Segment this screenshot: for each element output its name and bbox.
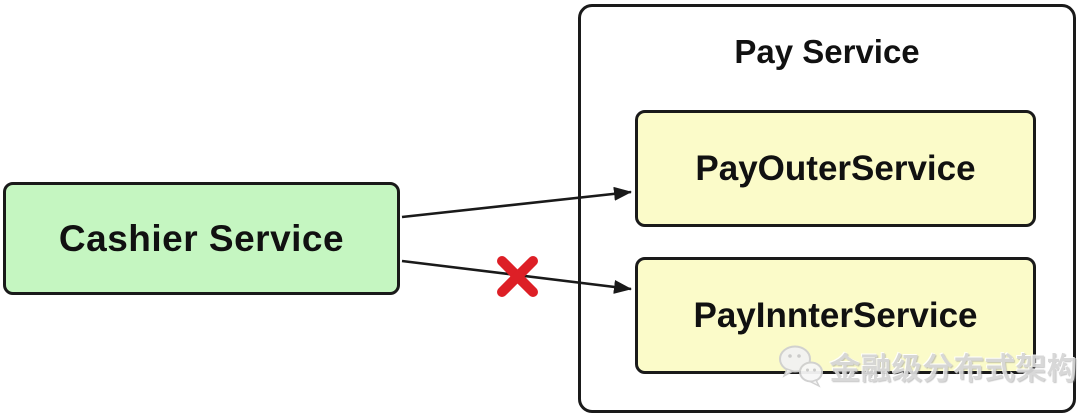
pay-service-group-title: Pay Service [734,33,920,70]
blocked-cross-icon [497,256,538,297]
watermark-text: 金融级分布式架构 [830,353,1078,386]
pay-innter-service-node: PayInnterService [635,257,1036,374]
cashier-service-node: Cashier Service [3,182,400,295]
pay-outer-service-node: PayOuterService [635,110,1036,227]
pay-outer-service-label: PayOuterService [695,148,976,188]
cashier-service-label: Cashier Service [58,217,345,259]
wechat-icon [779,345,823,388]
pay-innter-service-label: PayInnterService [693,295,978,335]
watermark: 金融级分布式架构 [778,344,1078,388]
